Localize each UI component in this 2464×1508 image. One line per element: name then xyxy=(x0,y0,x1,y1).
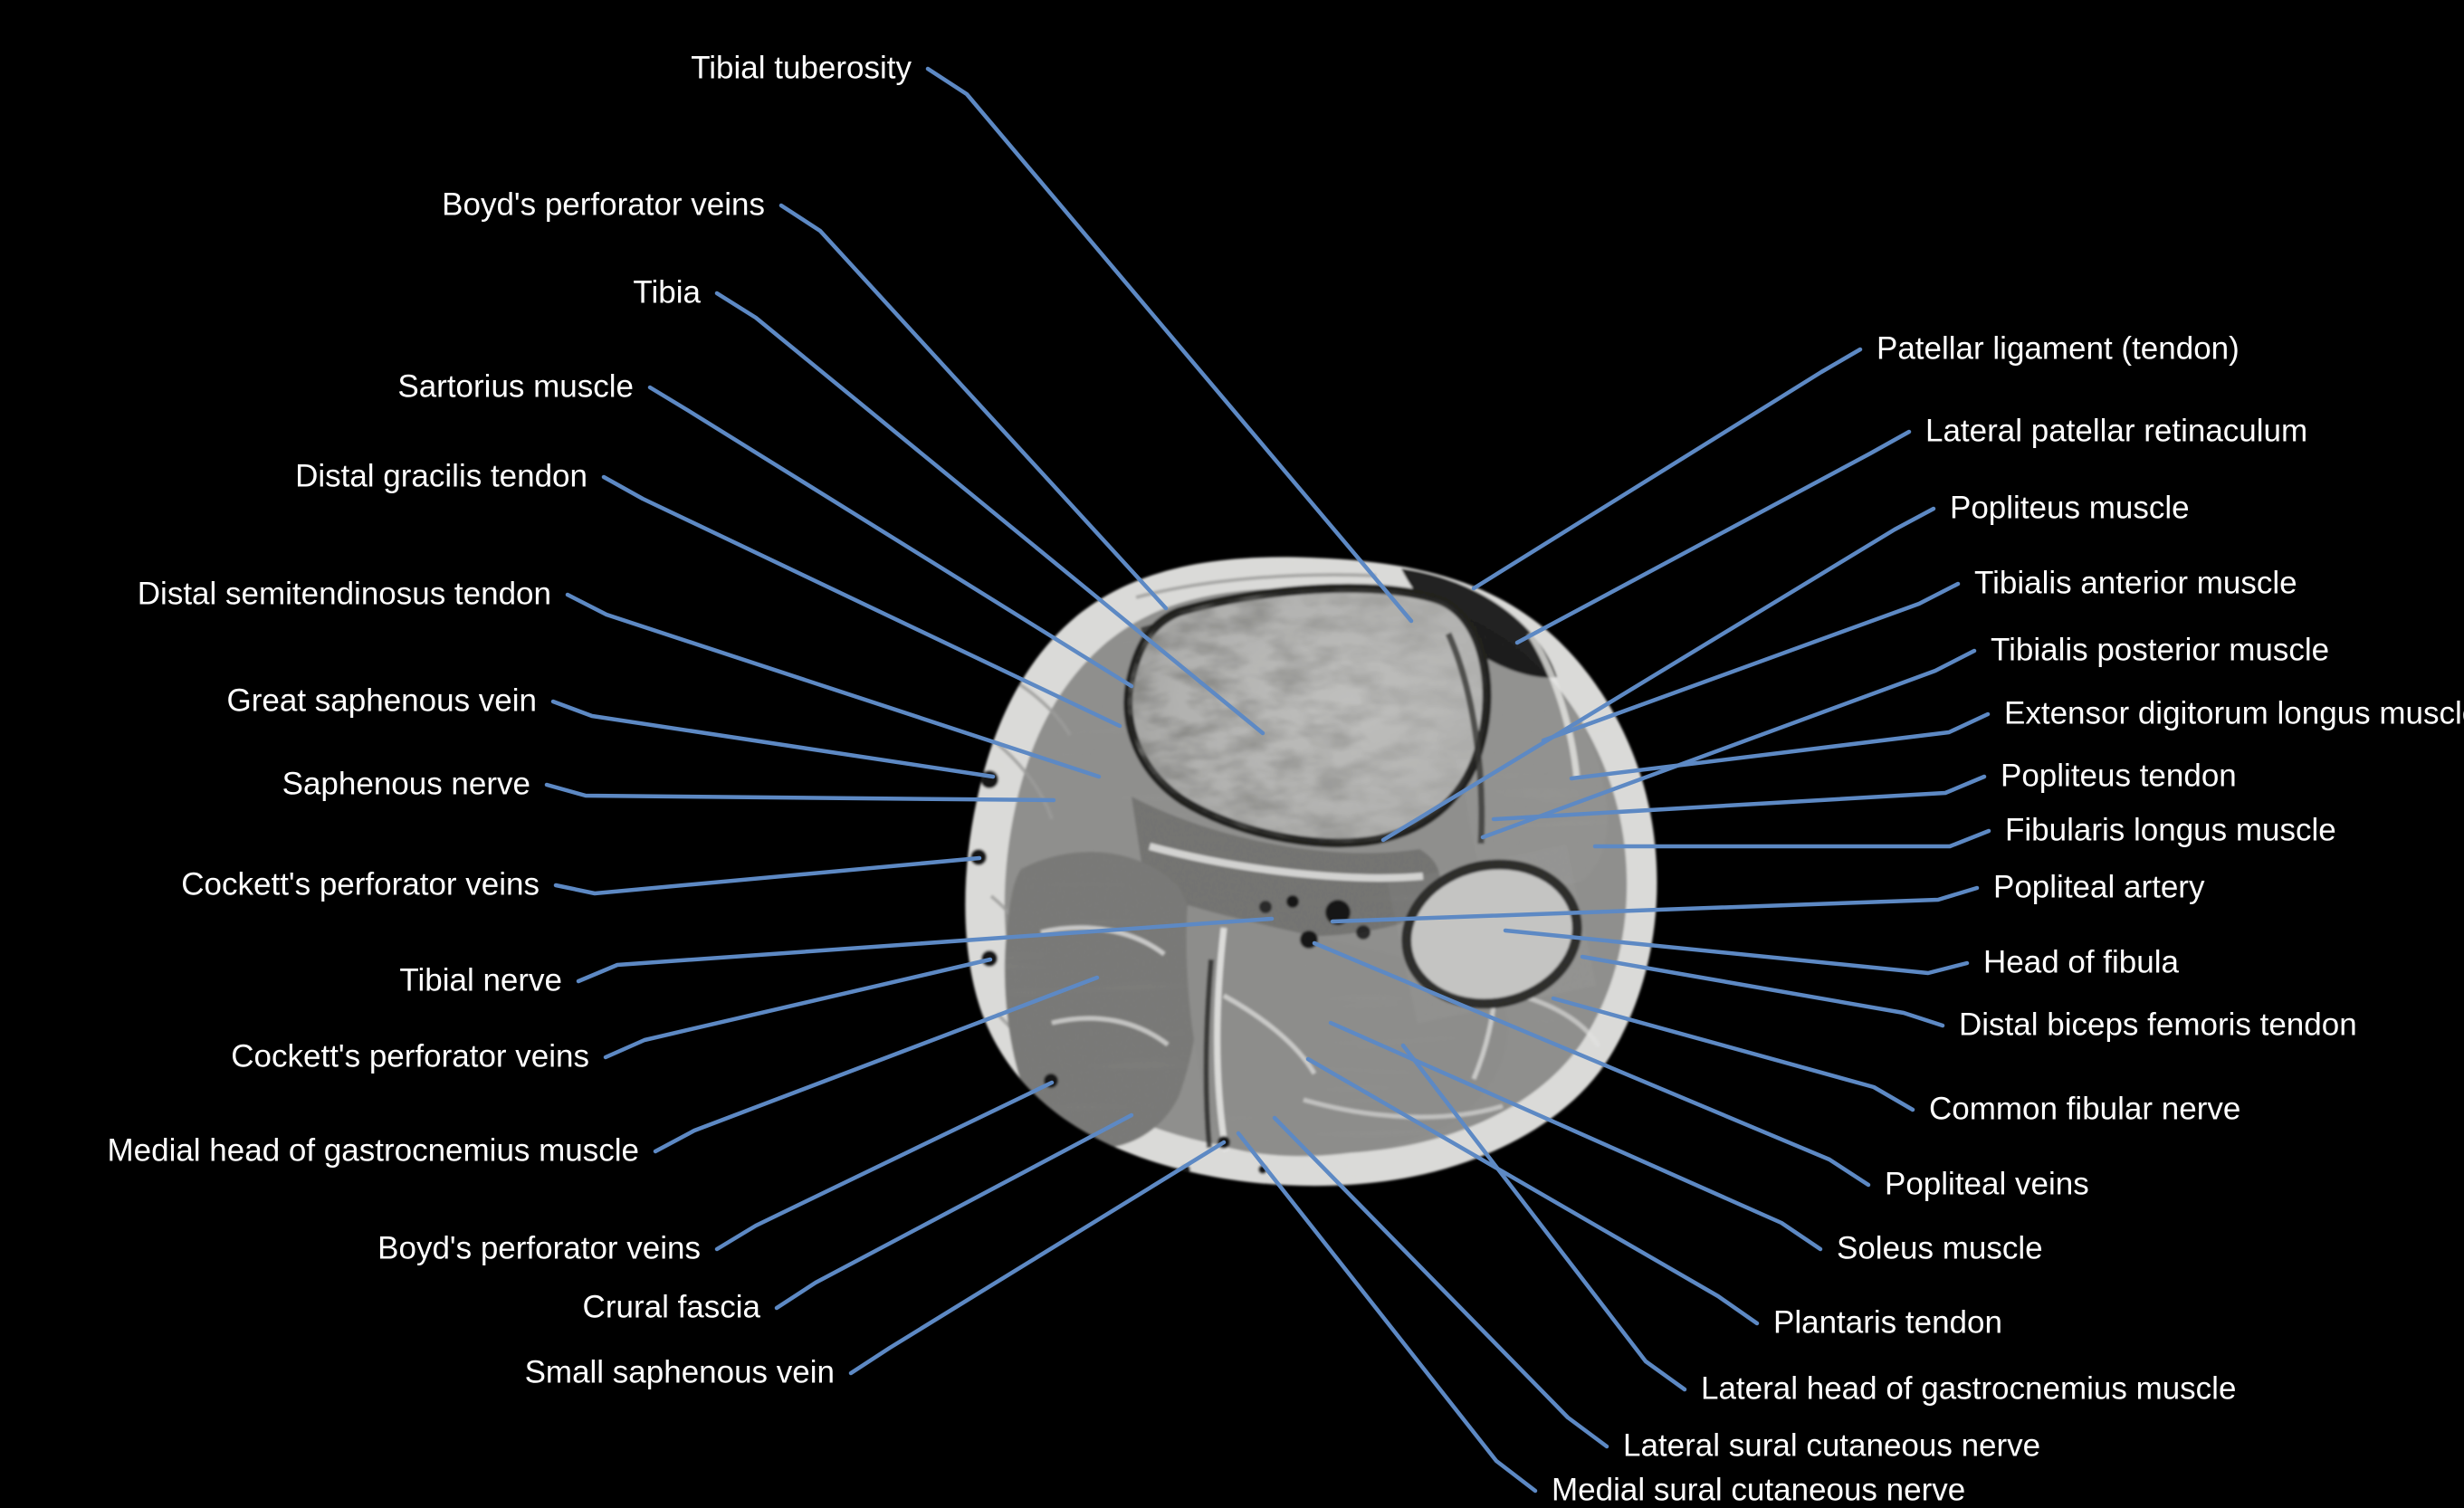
leader-line-popliteus-tendon xyxy=(1491,774,1987,822)
label-lateral-head-gastrocnemius: Lateral head of gastrocnemius muscle xyxy=(1701,1370,2237,1407)
label-boyds-perforator-veins-upper: Boyd's perforator veins xyxy=(442,186,765,223)
leader-line-lateral-patellar-retinaculum xyxy=(1514,429,1912,645)
leader-line-boyds-perforator-veins-upper xyxy=(778,203,1169,611)
leader-line-small-saphenous-vein xyxy=(848,1140,1227,1376)
leader-line-extensor-digitorum-longus-muscle xyxy=(1569,711,1991,781)
label-distal-gracilis-tendon: Distal gracilis tendon xyxy=(295,458,587,494)
leader-line-medial-head-gastrocnemius xyxy=(653,975,1100,1154)
label-distal-biceps-femoris-tendon: Distal biceps femoris tendon xyxy=(1959,1007,2357,1043)
label-distal-semitendinosus-tendon: Distal semitendinosus tendon xyxy=(137,576,551,612)
leader-line-lateral-head-gastrocnemius xyxy=(1400,1043,1687,1392)
leader-line-tibial-tuberosity xyxy=(925,66,1414,624)
label-popliteal-artery: Popliteal artery xyxy=(1993,869,2205,905)
leader-line-popliteal-veins xyxy=(1312,940,1871,1188)
label-tibial-nerve: Tibial nerve xyxy=(399,962,562,998)
leader-line-distal-biceps-femoris-tendon xyxy=(1580,954,1945,1028)
label-cocketts-perforator-veins-upper: Cockett's perforator veins xyxy=(181,866,540,902)
label-fibularis-longus-muscle: Fibularis longus muscle xyxy=(2005,812,2336,848)
leader-line-distal-semitendinosus-tendon xyxy=(565,592,1102,779)
label-great-saphenous-vein: Great saphenous vein xyxy=(226,682,537,719)
leader-line-saphenous-nerve xyxy=(544,782,1056,803)
leader-line-soleus-muscle xyxy=(1328,1020,1823,1252)
label-saphenous-nerve: Saphenous nerve xyxy=(282,766,530,802)
leader-line-head-of-fibula xyxy=(1503,928,1970,976)
label-medial-sural-cutaneous-nerve: Medial sural cutaneous nerve xyxy=(1552,1472,1966,1508)
leader-line-sartorius-muscle xyxy=(647,385,1134,689)
leader-lines xyxy=(544,66,1991,1494)
label-medial-head-gastrocnemius: Medial head of gastrocnemius muscle xyxy=(107,1132,639,1169)
leader-line-common-fibular-nerve xyxy=(1551,996,1915,1112)
label-head-of-fibula: Head of fibula xyxy=(1983,944,2179,980)
leader-line-crural-fascia xyxy=(774,1112,1134,1311)
mri-leg xyxy=(965,557,1657,1187)
leader-line-tibia xyxy=(714,291,1265,736)
leader-line-patellar-ligament xyxy=(1471,347,1863,591)
leader-line-medial-sural-cutaneous-nerve xyxy=(1236,1131,1538,1494)
leader-line-boyds-perforator-veins-lower xyxy=(714,1080,1055,1252)
leader-line-tibialis-posterior-muscle xyxy=(1480,648,1977,840)
label-small-saphenous-vein: Small saphenous vein xyxy=(524,1354,835,1390)
label-tibia: Tibia xyxy=(633,274,701,310)
label-boyds-perforator-veins-lower: Boyd's perforator veins xyxy=(377,1230,701,1266)
label-crural-fascia: Crural fascia xyxy=(582,1289,760,1325)
label-patellar-ligament: Patellar ligament (tendon) xyxy=(1877,330,2240,367)
label-popliteus-tendon: Popliteus tendon xyxy=(2001,758,2237,794)
label-popliteus-muscle: Popliteus muscle xyxy=(1950,490,2190,526)
leader-line-popliteal-artery xyxy=(1330,885,1980,924)
label-lateral-patellar-retinaculum: Lateral patellar retinaculum xyxy=(1925,413,2308,449)
label-extensor-digitorum-longus-muscle: Extensor digitorum longus muscle xyxy=(2004,695,2464,731)
leader-line-fibularis-longus-muscle xyxy=(1592,828,1991,849)
leader-line-cocketts-perforator-veins-lower xyxy=(603,957,993,1060)
label-popliteal-veins: Popliteal veins xyxy=(1885,1166,2089,1202)
label-plantaris-tendon: Plantaris tendon xyxy=(1773,1304,2002,1341)
leader-line-tibial-nerve xyxy=(576,916,1275,984)
label-tibialis-posterior-muscle: Tibialis posterior muscle xyxy=(1991,632,2330,668)
label-sartorius-muscle: Sartorius muscle xyxy=(397,368,634,405)
label-tibialis-anterior-muscle: Tibialis anterior muscle xyxy=(1974,565,2297,601)
leader-line-plantaris-tendon xyxy=(1305,1056,1760,1326)
label-lateral-sural-cutaneous-nerve: Lateral sural cutaneous nerve xyxy=(1623,1427,2041,1464)
leader-line-lateral-sural-cutaneous-nerve xyxy=(1272,1115,1609,1449)
leader-line-distal-gracilis-tendon xyxy=(601,474,1122,729)
label-cocketts-perforator-veins-lower: Cockett's perforator veins xyxy=(231,1038,589,1074)
label-soleus-muscle: Soleus muscle xyxy=(1837,1230,2043,1266)
leader-line-great-saphenous-vein xyxy=(550,699,996,779)
leader-line-tibialis-anterior-muscle xyxy=(1541,581,1961,743)
label-common-fibular-nerve: Common fibular nerve xyxy=(1929,1091,2241,1127)
label-tibial-tuberosity: Tibial tuberosity xyxy=(691,50,912,86)
leader-line-cocketts-perforator-veins-upper xyxy=(553,855,982,896)
